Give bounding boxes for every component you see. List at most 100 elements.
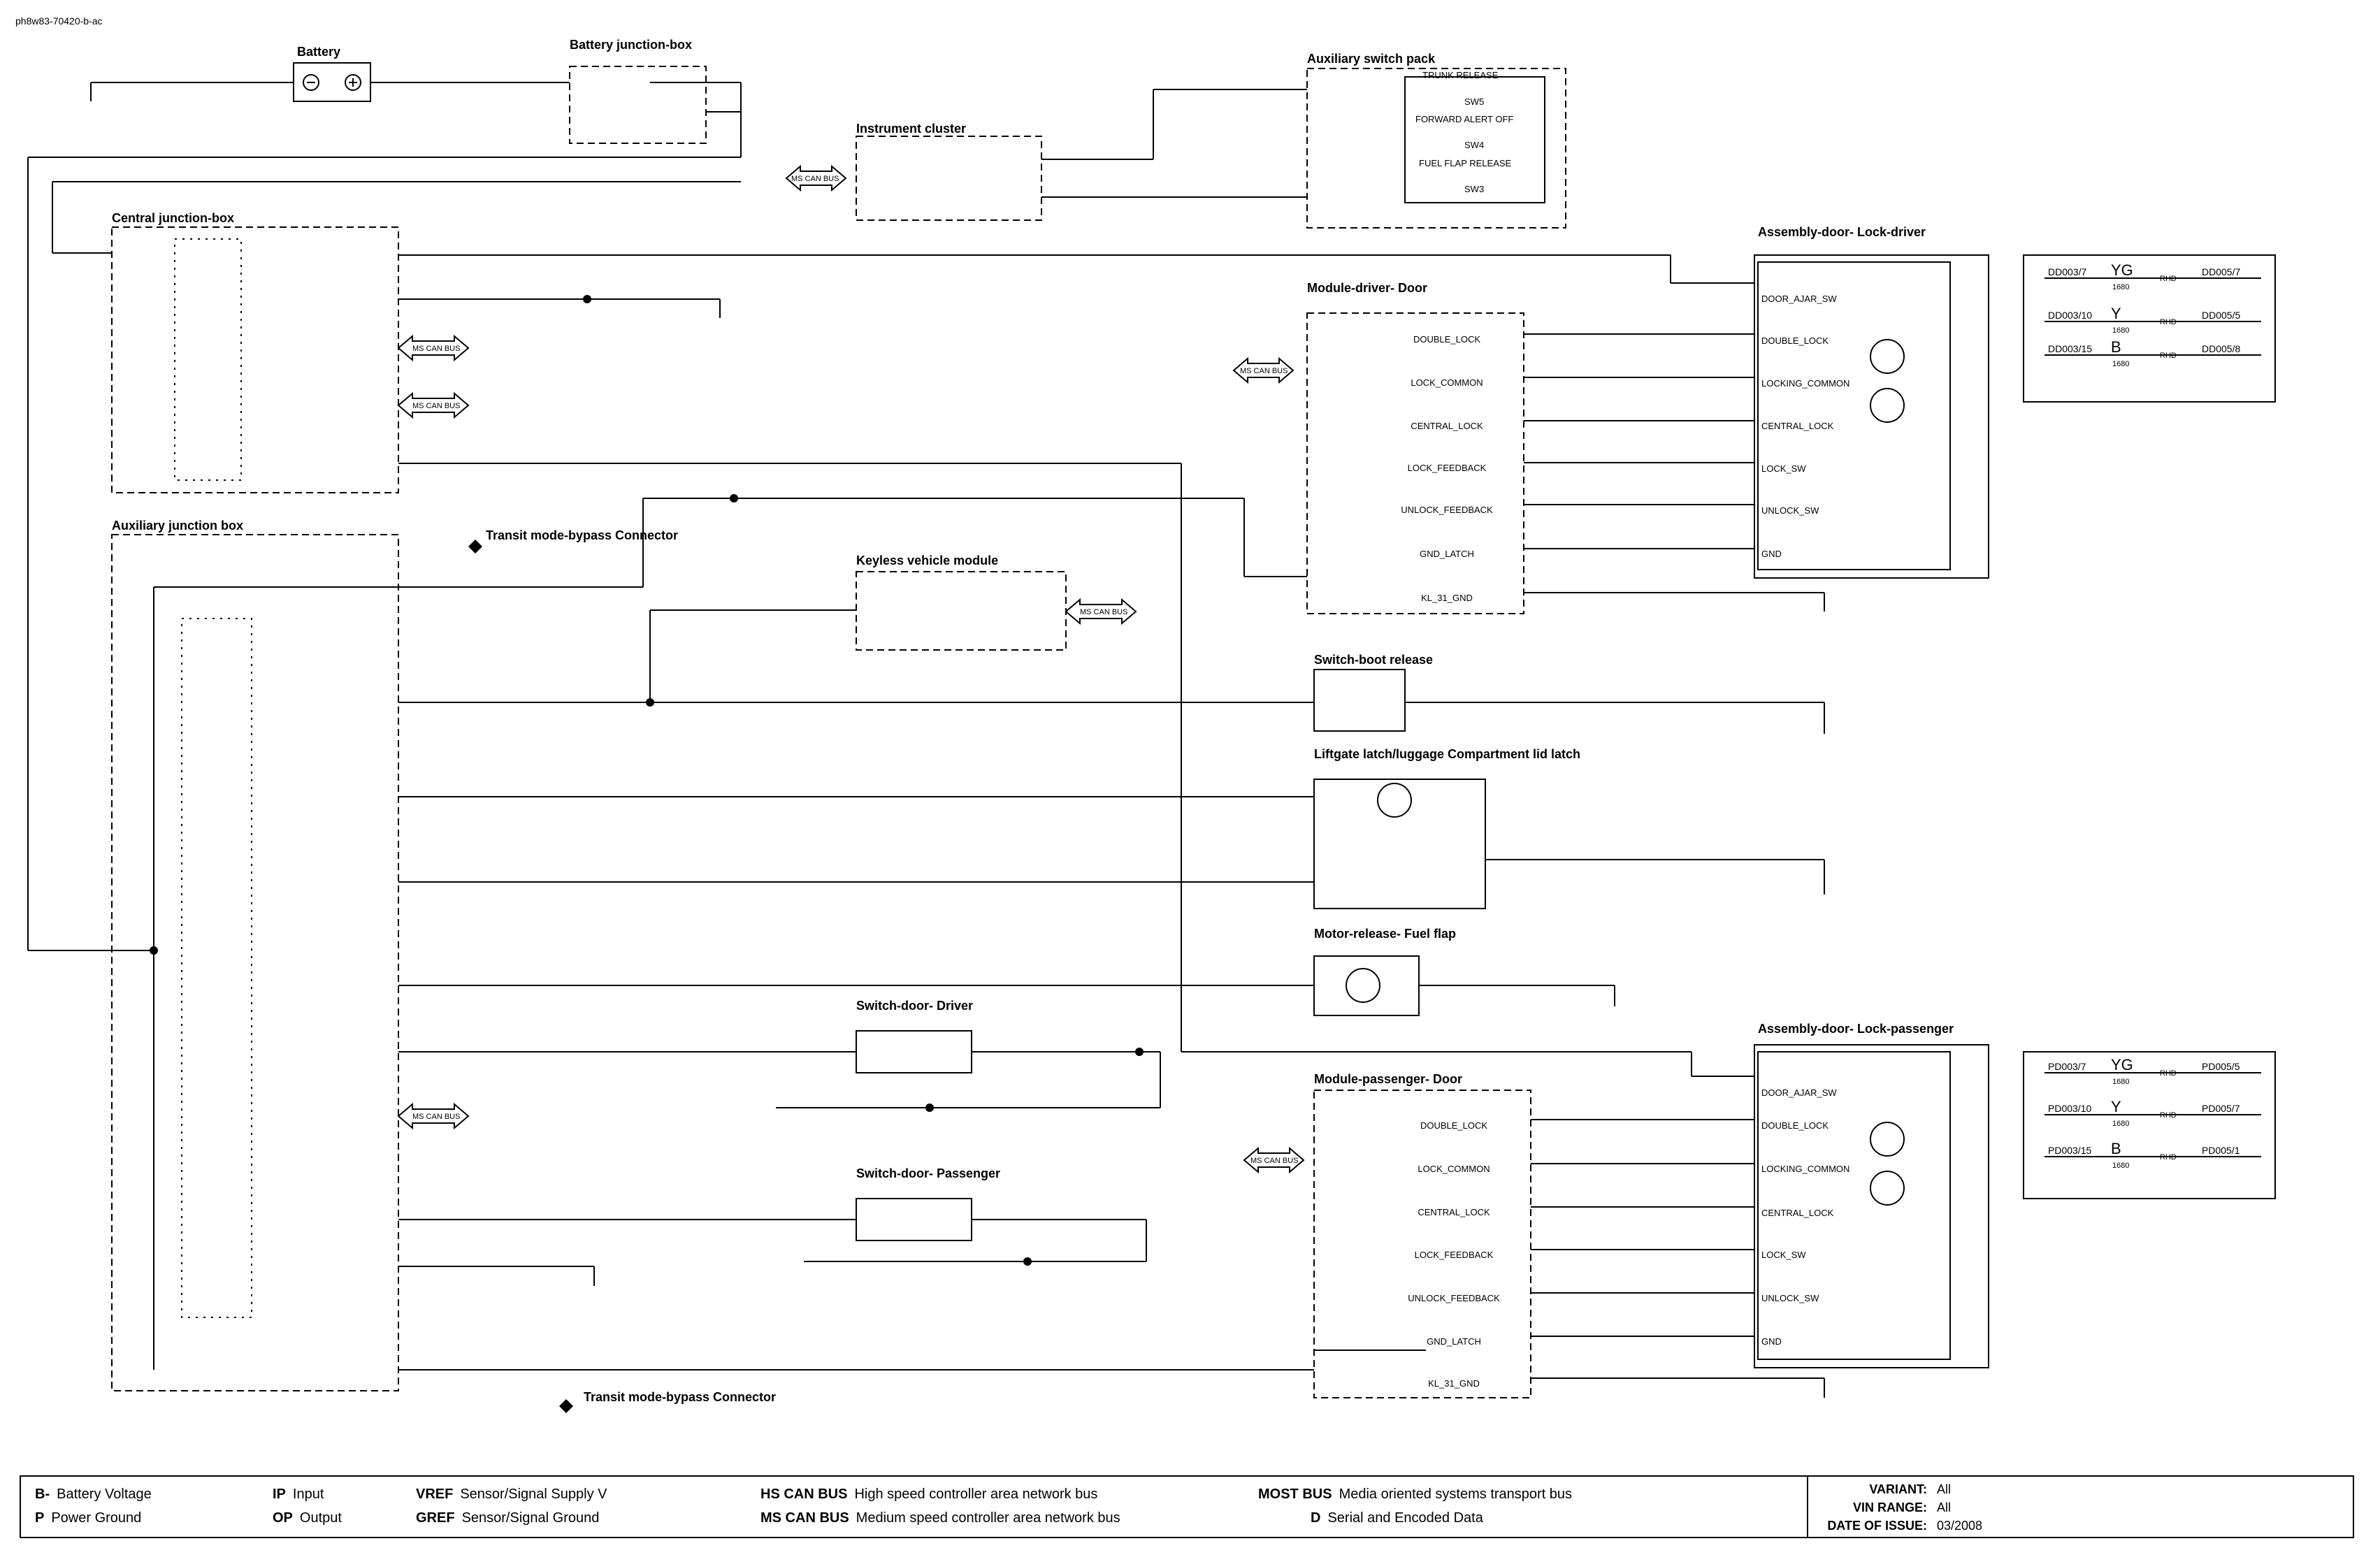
switch-label: TRUNK RELEASE (1422, 70, 1499, 80)
passenger-pin-label: LOCK_FEEDBACK (1415, 1250, 1494, 1260)
table-cell: B (2111, 1140, 2121, 1157)
liftgate-latch-title: Liftgate latch/luggage Compartment lid l… (1314, 747, 1580, 761)
ms-can-bus-marker: MS CAN BUS (397, 1102, 470, 1130)
table-cell: 1680 (2112, 360, 2129, 368)
lock-assembly-label: DOOR_AJAR_SW (1761, 294, 1837, 304)
driver-pin-label: CENTRAL_LOCK (1411, 421, 1483, 431)
table-cell: Y (2111, 305, 2121, 322)
switch-id: SW3 (1464, 184, 1484, 194)
table-cell: 1680 (2112, 283, 2129, 291)
svg-text:MS CAN BUS: MS CAN BUS (412, 1113, 460, 1121)
table-cell: RHD (2160, 1069, 2177, 1078)
table-cell: B (2111, 338, 2121, 356)
battery-jb-title: Battery junction-box (570, 38, 692, 52)
table-cell: DD005/8 (2202, 343, 2240, 354)
ms-can-bus-marker: MS CAN BUS (397, 334, 470, 362)
switch-boot-release-title: Switch-boot release (1314, 653, 1433, 667)
ms-can-bus-marker: MS CAN BUS (1232, 356, 1294, 384)
table-cell: PD003/15 (2048, 1145, 2091, 1156)
keyless-module-title: Keyless vehicle module (856, 554, 998, 567)
table-cell: DD005/5 (2202, 310, 2240, 321)
driver-pin-label: KL_31_GND (1421, 593, 1473, 603)
driver-pin-label: LOCK_COMMON (1411, 377, 1483, 388)
switch-label: FORWARD ALERT OFF (1415, 114, 1513, 124)
ms-can-bus-marker: MS CAN BUS (397, 391, 470, 419)
passenger-pin-label: CENTRAL_LOCK (1418, 1207, 1490, 1217)
table-cell: 1680 (2112, 1162, 2129, 1170)
lock-assembly-label: LOCKING_COMMON (1761, 1164, 1849, 1174)
switch-id: SW4 (1464, 140, 1484, 150)
table-cell: DD003/15 (2048, 343, 2092, 354)
table-cell: PD005/5 (2202, 1061, 2240, 1072)
ms-can-bus-marker: MS CAN BUS (1065, 598, 1137, 625)
lock-assembly-label: DOUBLE_LOCK (1761, 335, 1829, 346)
driver-pin-label: LOCK_FEEDBACK (1408, 463, 1487, 473)
passenger-pin-label: LOCK_COMMON (1418, 1164, 1490, 1174)
table-cell: YG (2111, 1056, 2133, 1073)
assembly-lock-driver-title: Assembly-door- Lock-driver (1758, 225, 1926, 239)
central-jb-title: Central junction-box (112, 211, 234, 225)
lock-assembly-label: CENTRAL_LOCK (1761, 1208, 1834, 1218)
connector-diamond-icon (559, 1399, 573, 1413)
svg-text:MS CAN BUS: MS CAN BUS (1250, 1157, 1298, 1165)
table-cell: DD003/10 (2048, 310, 2092, 321)
module-driver-door-title: Module-driver- Door (1307, 281, 1427, 295)
table-cell: PD005/7 (2202, 1103, 2240, 1114)
ms-can-bus-marker: MS CAN BUS (1243, 1146, 1305, 1174)
aux-switch-pack-title: Auxiliary switch pack (1307, 52, 1436, 66)
lock-assembly-label: LOCK_SW (1761, 463, 1806, 474)
lock-assembly-label: LOCKING_COMMON (1761, 378, 1849, 389)
driver-pin-label: GND_LATCH (1420, 549, 1474, 559)
lock-assembly-label: UNLOCK_SW (1761, 505, 1819, 516)
passenger-pin-label: GND_LATCH (1427, 1336, 1481, 1347)
svg-text:MS CAN BUS: MS CAN BUS (1080, 608, 1127, 616)
connector-diamond-icon (468, 540, 482, 554)
ms-can-bus-marker: MS CAN BUS (785, 164, 847, 192)
table-cell: Y (2111, 1098, 2121, 1115)
battery-title: Battery (297, 45, 340, 59)
table-cell: RHD (2160, 1153, 2177, 1162)
motor-fuel-flap-title: Motor-release- Fuel flap (1314, 927, 1456, 941)
lock-assembly-label: DOUBLE_LOCK (1761, 1120, 1829, 1131)
lock-assembly-label: CENTRAL_LOCK (1761, 421, 1834, 431)
lock-assembly-label: DOOR_AJAR_SW (1761, 1087, 1837, 1098)
transit-bypass-title-2: Transit mode-bypass Connector (584, 1390, 776, 1404)
switch-label: FUEL FLAP RELEASE (1419, 158, 1512, 168)
table-cell: 1680 (2112, 326, 2129, 335)
svg-text:MS CAN BUS: MS CAN BUS (412, 345, 460, 353)
switch-id: SW5 (1464, 96, 1484, 107)
table-cell: PD003/10 (2048, 1103, 2091, 1114)
vin-range-row: VIN RANGE:All (1852, 1500, 1952, 1514)
module-passenger-door-title: Module-passenger- Door (1314, 1072, 1462, 1086)
switch-door-driver-title: Switch-door- Driver (856, 999, 973, 1013)
table-cell: DD003/7 (2048, 266, 2086, 277)
table-cell: PD005/1 (2202, 1145, 2240, 1156)
passenger-pin-label: KL_31_GND (1428, 1378, 1480, 1389)
table-cell: RHD (2160, 275, 2177, 283)
passenger-pin-label: DOUBLE_LOCK (1420, 1120, 1487, 1131)
transit-bypass-title-1: Transit mode-bypass Connector (486, 528, 678, 542)
table-cell: DD005/7 (2202, 266, 2240, 277)
table-cell: YG (2111, 261, 2133, 279)
lock-assembly-label: LOCK_SW (1761, 1250, 1806, 1260)
switch-door-passenger-title: Switch-door- Passenger (856, 1166, 1000, 1180)
aux-jb-title: Auxiliary junction box (112, 519, 243, 533)
table-cell: RHD (2160, 352, 2177, 360)
legend-item: B-Battery Voltage (35, 1486, 152, 1502)
table-cell: 1680 (2112, 1078, 2129, 1086)
instrument-cluster-title: Instrument cluster (856, 122, 966, 136)
svg-text:MS CAN BUS: MS CAN BUS (791, 175, 839, 183)
driver-pin-label: DOUBLE_LOCK (1413, 334, 1480, 345)
svg-text:MS CAN BUS: MS CAN BUS (1240, 367, 1288, 375)
